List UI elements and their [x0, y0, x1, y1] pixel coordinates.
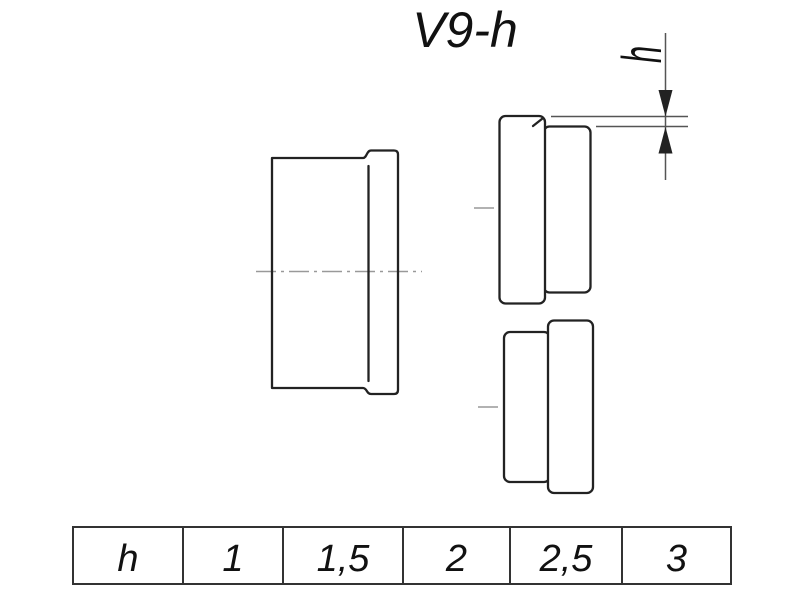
lower-view-flange-rect — [502, 330, 552, 484]
dimension-label: h — [610, 46, 673, 63]
lower-view-body-rect — [546, 319, 595, 495]
dimension-arrow-up-icon — [658, 127, 673, 154]
table-cell-2: 2 — [445, 538, 467, 580]
front-view-upper — [474, 114, 592, 305]
side-view — [256, 149, 422, 396]
table-cell-2-5: 2,5 — [539, 538, 594, 580]
side-view-outline — [270, 149, 400, 396]
drawing-title: V9-h — [412, 2, 518, 58]
table-cell-1-5: 1,5 — [317, 538, 371, 580]
table-cell-3: 3 — [666, 538, 687, 580]
dimension-h: h — [551, 33, 688, 180]
dimension-arrow-down-icon — [658, 90, 673, 117]
edge-tick — [531, 117, 544, 128]
size-table: h 1 1,5 2 2,5 3 — [72, 526, 732, 585]
front-view-lower — [478, 319, 595, 495]
table-cell-1: 1 — [222, 538, 243, 580]
upper-view-flange-rect — [498, 114, 547, 305]
table-cell-h: h — [117, 538, 138, 580]
upper-view-body-rect — [542, 125, 592, 294]
